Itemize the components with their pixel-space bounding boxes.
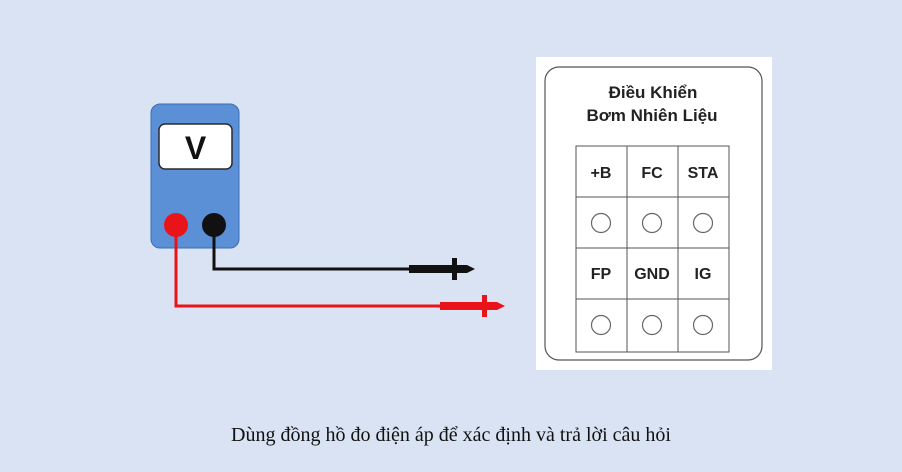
red-probe-tip [440, 295, 505, 317]
terminal-label-fp: FP [591, 266, 612, 283]
red-jack [164, 213, 188, 237]
terminal-socket-b [590, 212, 612, 234]
red-test-lead [174, 225, 448, 308]
terminal-socket-ig [692, 314, 714, 336]
panel-title-line1: Điều Khiển [609, 83, 698, 102]
black-jack [202, 213, 226, 237]
terminal-label-ig: IG [695, 266, 712, 283]
meter-display-label: V [185, 130, 207, 166]
terminal-label-fc: FC [641, 165, 663, 182]
black-probe-tip [409, 258, 475, 280]
terminal-socket-gnd [641, 314, 663, 336]
panel-title-line2: Bơm Nhiên Liệu [586, 106, 717, 125]
meter-display [158, 123, 233, 170]
black-test-lead [212, 225, 414, 271]
terminal-socket-fp [590, 314, 612, 336]
terminal-socket-fc [641, 212, 663, 234]
terminal-label-b: +B [591, 165, 612, 182]
terminal-label-gnd: GND [634, 266, 670, 283]
terminal-label-sta: STA [688, 165, 719, 182]
terminal-socket-sta [692, 212, 714, 234]
caption: Dùng đồng hồ đo điện áp để xác định và t… [231, 424, 671, 446]
terminal-grid [575, 145, 730, 353]
